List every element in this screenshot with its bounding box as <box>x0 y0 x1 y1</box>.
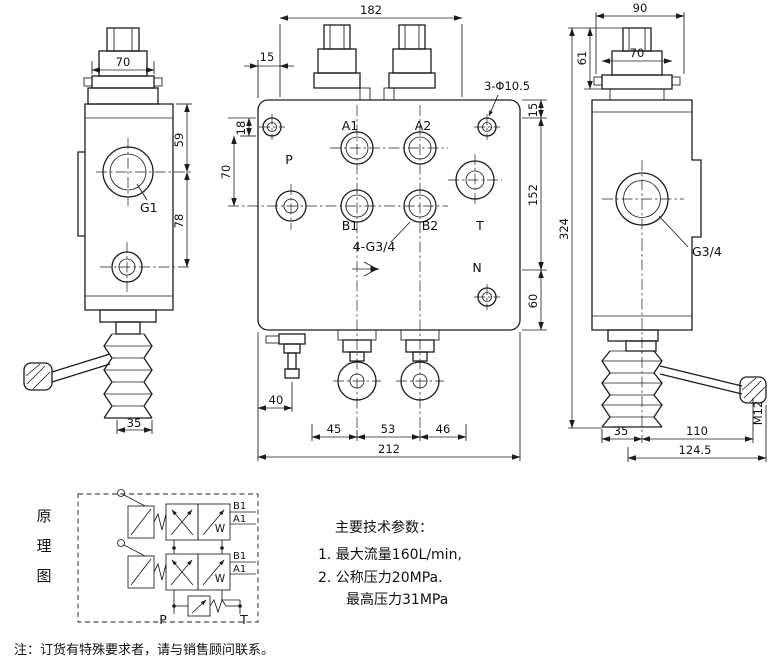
spool-w-label-2: W <box>215 573 226 585</box>
port-a1-label: A1 <box>342 118 359 133</box>
parameters-title: 主要技术参数： <box>335 519 433 536</box>
valve-unit-1: W B1 A1 <box>117 489 256 541</box>
relief-valve-symbol <box>174 595 240 617</box>
left-side-view: 70 G1 59 78 <box>23 27 192 434</box>
left-dim-70: 70 <box>116 55 131 69</box>
left-handle <box>23 353 111 391</box>
schematic-a1-label-1: A1 <box>233 514 246 525</box>
left-handle-knob <box>23 362 53 391</box>
right-dim-110: 110 <box>686 424 708 438</box>
left-bellows <box>103 333 153 419</box>
front-dim-45: 45 <box>327 422 342 436</box>
front-dim-46: 46 <box>436 422 451 436</box>
schematic-t-label: T <box>239 612 248 627</box>
right-dim-124-5: 124.5 <box>679 443 712 457</box>
flow-arrow-icon <box>352 261 380 277</box>
front-view: 182 15 3-Φ10.5 <box>219 3 547 461</box>
thread-4-g34-label: 4-G3/4 <box>353 239 396 254</box>
left-dim-35: 35 <box>127 416 142 430</box>
g1-port-label: G1 <box>140 200 158 215</box>
right-lever-assembly: M12 <box>601 329 767 428</box>
left-dim-59: 59 <box>172 133 186 148</box>
port-b1-label: B1 <box>342 218 359 233</box>
schematic-title-char-2: 理 <box>36 537 51 555</box>
spool-w-label-1: W <box>215 523 226 535</box>
front-dim-15-top: 15 <box>260 50 275 64</box>
right-body: G3/4 <box>591 99 722 331</box>
schematic-boundary <box>77 493 259 623</box>
front-dim-212: 212 <box>378 442 400 456</box>
front-body: A1 A2 P B1 B2 T N 4-G3/4 <box>228 99 521 430</box>
schematic-b1-label-2: B1 <box>233 551 246 562</box>
front-dim-40: 40 <box>269 393 284 407</box>
order-note: 注：订货有特殊要求者，请与销售顾问联系。 <box>14 642 274 658</box>
bolt-holes-label: 3-Φ10.5 <box>484 79 530 93</box>
valve-unit-2: W B1 A1 <box>117 539 256 591</box>
lever-knob-icon <box>117 489 125 497</box>
schematic-b1-label-1: B1 <box>233 501 246 512</box>
thread-m12-label: M12 <box>751 401 765 426</box>
relief-valve-assembly <box>265 333 306 379</box>
right-side-view: 90 61 70 324 G3/4 <box>557 1 767 462</box>
right-dim-90: 90 <box>633 1 648 15</box>
parameters-line-1: 1. 最大流量160L/min, <box>318 547 462 563</box>
schematic-title-char-1: 原 <box>36 507 51 525</box>
left-lever-assembly <box>23 309 157 419</box>
port-b2-label: B2 <box>422 218 439 233</box>
port-a2-label: A2 <box>415 118 432 133</box>
schematic-lines: P T <box>159 540 248 627</box>
front-caps <box>313 24 436 101</box>
lever-knob-icon <box>117 539 125 547</box>
right-cap <box>593 27 681 101</box>
front-dim-70: 70 <box>219 165 233 180</box>
right-dim-324: 324 <box>557 218 571 240</box>
front-dim-18: 18 <box>234 121 248 136</box>
schematic-title-char-3: 图 <box>36 567 51 585</box>
right-dim-35: 35 <box>614 424 629 438</box>
right-handle <box>659 365 767 404</box>
port-n-label: N <box>472 260 481 275</box>
parameters-line-2: 2. 公称压力20MPa. <box>318 570 443 586</box>
adjust-screw-1 <box>333 329 381 401</box>
port-p-label: P <box>285 152 293 167</box>
front-dim-60: 60 <box>526 294 540 309</box>
g34-port-label: G3/4 <box>692 244 722 259</box>
schematic-a1-label-2: A1 <box>233 564 246 575</box>
right-dim-61: 61 <box>575 51 589 66</box>
hydraulic-schematic: 原 理 图 W B1 A1 <box>36 489 259 627</box>
right-dim-70: 70 <box>630 46 645 60</box>
adjust-screw-2 <box>396 329 444 401</box>
left-body: G1 <box>77 103 192 311</box>
front-dim-152: 152 <box>526 184 540 206</box>
left-dim-78: 78 <box>172 214 186 229</box>
right-bellows <box>601 350 663 428</box>
parameters-line-3: 最高压力31MPa <box>346 591 448 608</box>
schematic-p-label: P <box>159 612 167 627</box>
tech-parameters: 主要技术参数： 1. 最大流量160L/min, 2. 公称压力20MPa. 最… <box>318 519 462 608</box>
front-dim-53: 53 <box>381 422 396 436</box>
port-t-label: T <box>475 218 484 233</box>
front-dim-15-right: 15 <box>526 103 540 118</box>
front-dim-182: 182 <box>360 3 382 17</box>
